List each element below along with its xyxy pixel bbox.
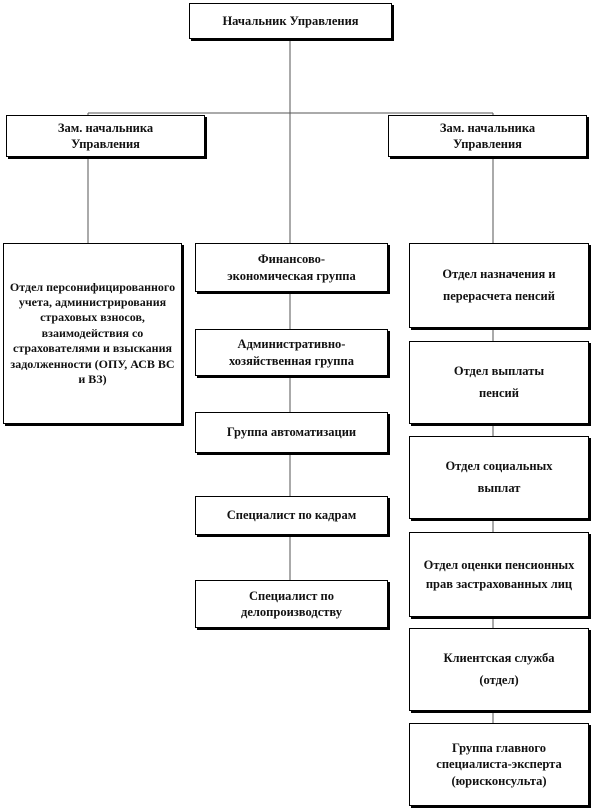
left-department-label: Отдел персонифицированного учета, админи… [9, 279, 176, 386]
right-label-payment: Отдел выплаты пенсий [453, 364, 545, 400]
center-box-hr: Специалист по кадрам [195, 496, 388, 535]
deputy-left-label: Зам. начальника Управления [57, 120, 154, 152]
right-label-legal: Группа главного специалиста-эксперта (юр… [436, 741, 562, 788]
right-label-social: Отдел социальных выплат [445, 459, 553, 495]
left-department-box: Отдел персонифицированного учета, админи… [3, 243, 182, 424]
right-label-evaluation: Отдел оценки пенсионных прав застрахован… [423, 558, 575, 591]
center-box-records: Специалист по делопроизводству [195, 580, 388, 628]
right-box-client-service: Клиентская служба (отдел) [409, 628, 589, 711]
center-label-automation: Группа автоматизации [226, 425, 357, 440]
right-box-assignment: Отдел назначения и перерасчета пенсий [409, 243, 589, 328]
right-box-payment: Отдел выплаты пенсий [409, 341, 589, 424]
right-box-legal: Группа главного специалиста-эксперта (юр… [409, 723, 589, 806]
deputy-right-label: Зам. начальника Управления [439, 120, 536, 152]
deputy-right-box: Зам. начальника Управления [388, 115, 587, 157]
right-label-assignment: Отдел назначения и перерасчета пенсий [442, 267, 556, 303]
head-box: Начальник Управления [189, 3, 392, 39]
right-box-evaluation: Отдел оценки пенсионных прав застрахован… [409, 532, 589, 617]
center-box-administrative: Административно-хозяйственная группа [195, 329, 388, 376]
center-box-automation: Группа автоматизации [195, 412, 388, 453]
center-label-records: Специалист по делопроизводству [241, 588, 342, 620]
center-label-administrative: Административно-хозяйственная группа [229, 337, 354, 368]
deputy-left-box: Зам. начальника Управления [6, 115, 205, 157]
right-label-client-service: Клиентская служба (отдел) [443, 651, 555, 687]
center-box-financial: Финансово-экономическая группа [195, 243, 388, 292]
center-label-hr: Специалист по кадрам [226, 508, 357, 523]
center-label-financial: Финансово-экономическая группа [227, 252, 356, 283]
right-box-social: Отдел социальных выплат [409, 436, 589, 519]
head-label: Начальник Управления [222, 13, 359, 28]
